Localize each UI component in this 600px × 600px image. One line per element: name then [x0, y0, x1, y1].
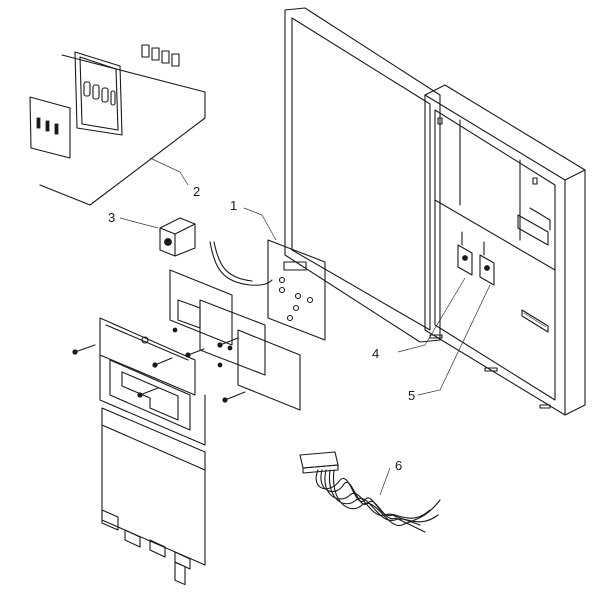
door-panel [284, 7, 441, 343]
enclosure-box [397, 84, 586, 416]
callout-6: 6 [395, 458, 402, 473]
mounting-plates [169, 269, 301, 411]
part-2-switch-plates [29, 44, 206, 206]
part-6-wire-harness [299, 451, 441, 533]
callout-4: 4 [372, 346, 379, 361]
part-3-relay-box [119, 217, 196, 257]
callout-5: 5 [408, 388, 415, 403]
screws [72, 337, 246, 403]
front-cover-panel [99, 317, 206, 586]
callout-1: 1 [230, 198, 237, 213]
part-1-circuit-board [209, 207, 326, 341]
callout-2: 2 [193, 184, 200, 199]
callout-3: 3 [108, 210, 115, 225]
callout-labels: 1 2 3 4 5 6 [108, 184, 415, 473]
